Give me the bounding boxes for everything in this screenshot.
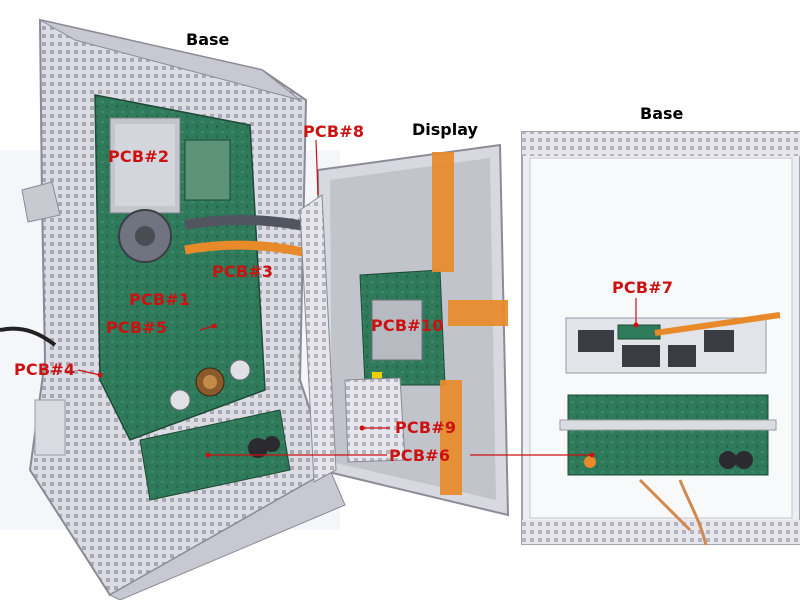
label-pcb4: PCB#4 [14, 360, 76, 379]
display-assembly [299, 143, 510, 517]
label-display: Display [412, 120, 478, 139]
label-pcb2: PCB#2 [108, 147, 170, 166]
pointer-lines [77, 139, 637, 456]
label-pcb5: PCB#5 [106, 318, 168, 337]
right-base-assembly [521, 131, 800, 546]
label-pcb1: PCB#1 [129, 290, 191, 309]
label-pcb3: PCB#3 [212, 262, 274, 281]
label-base-left: Base [186, 30, 230, 49]
label-pcb6: PCB#6 [389, 446, 451, 465]
display-flex-top [432, 152, 454, 272]
pointer-dots [97, 322, 639, 458]
left-base-assembly [0, 18, 362, 600]
label-pcb10: PCB#10 [371, 316, 444, 335]
label-pcb7: PCB#7 [612, 278, 674, 297]
small-board [617, 324, 661, 340]
label-pcb9: PCB#9 [395, 418, 457, 437]
label-pcb8: PCB#8 [303, 122, 365, 141]
label-base-right: Base [640, 104, 684, 123]
